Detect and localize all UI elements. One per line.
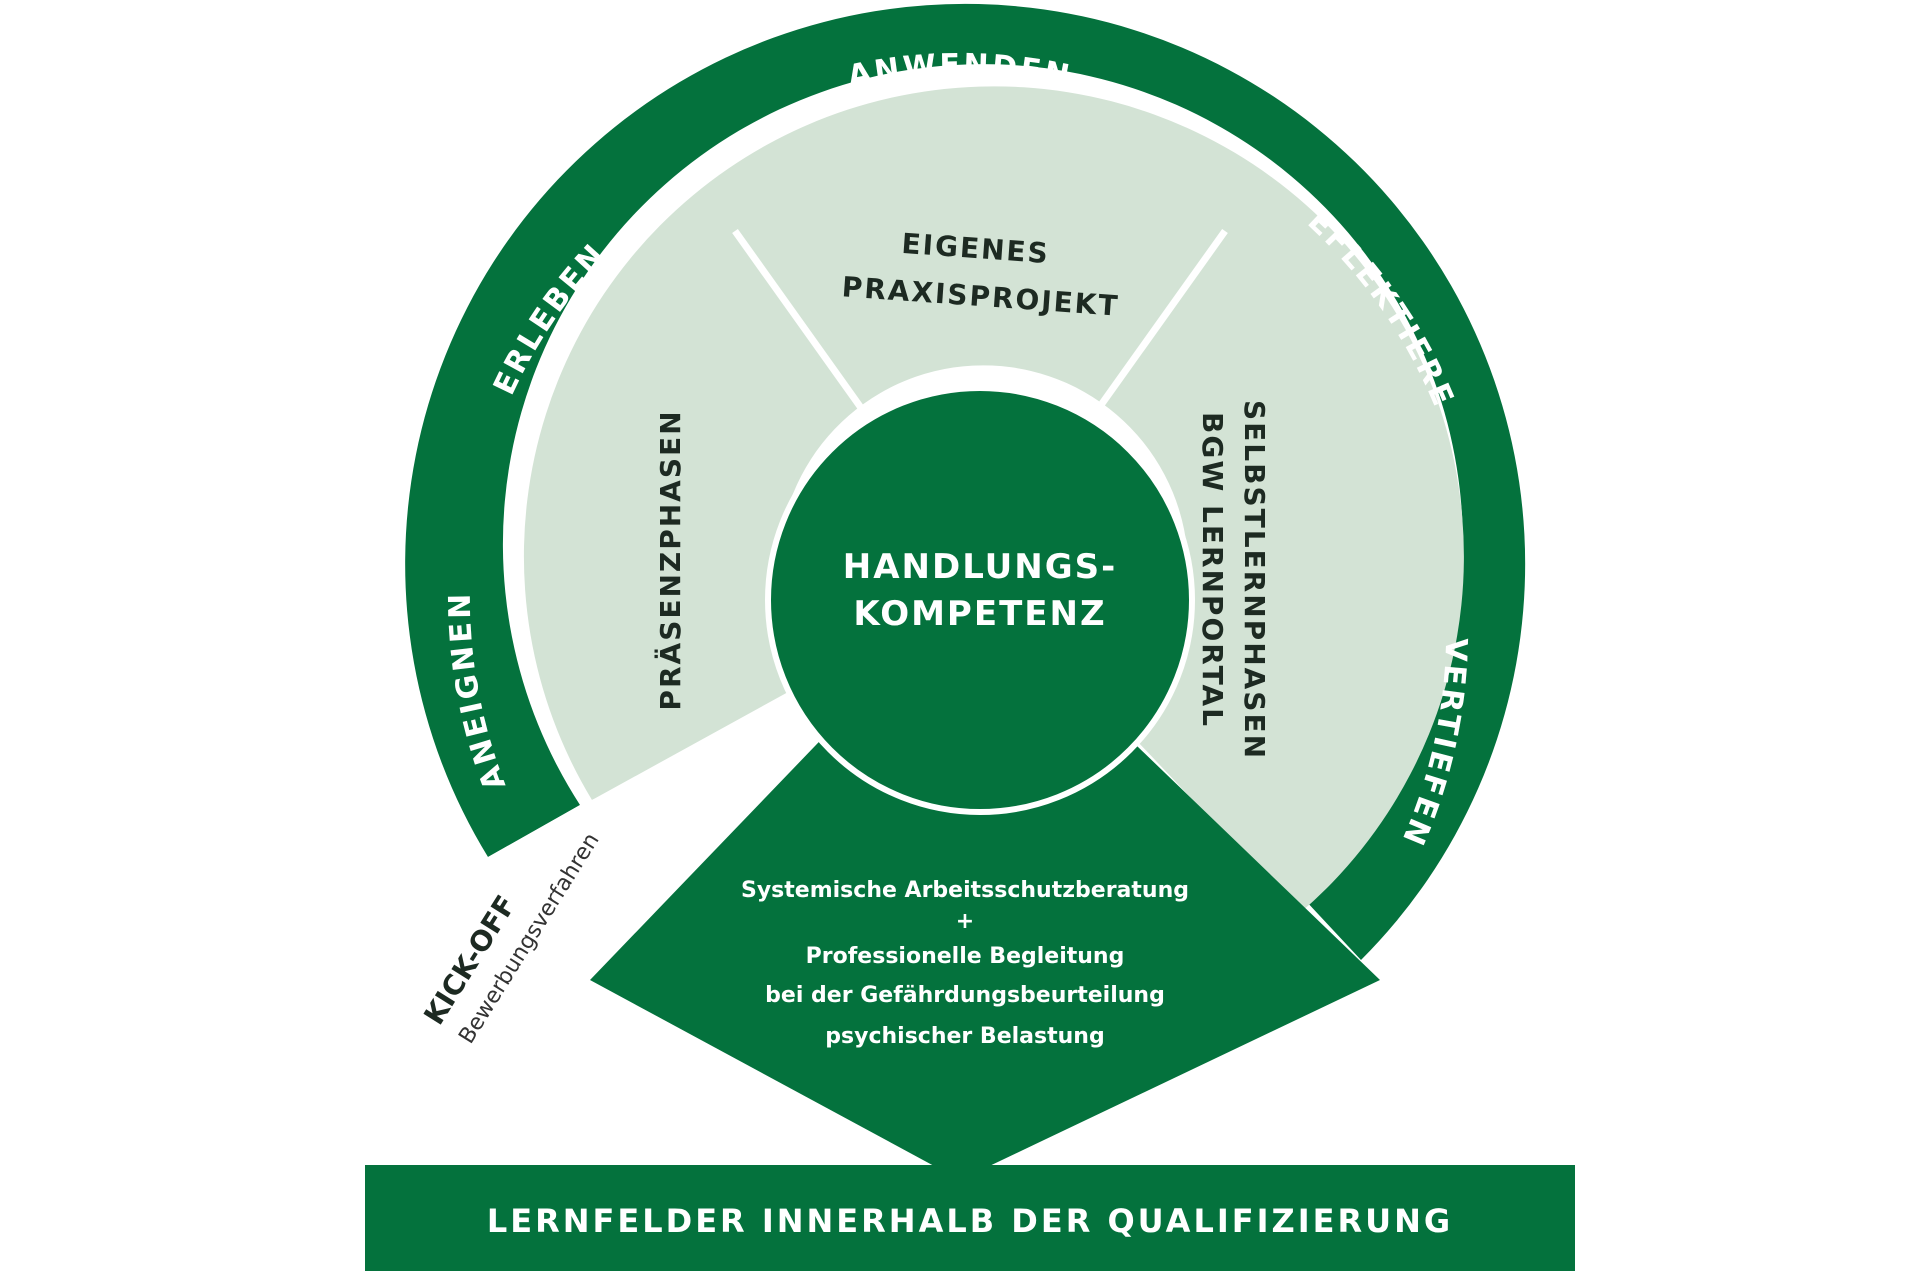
bottom-wedge xyxy=(590,720,1380,1180)
bottom-bar-label: LERNFELDER INNERHALB DER QUALIFIZIERUNG xyxy=(487,1202,1453,1240)
label-bgw-lernportal: BGW LERNPORTAL xyxy=(1196,412,1229,728)
wedge-line-2: + xyxy=(956,909,974,934)
kickoff-gap xyxy=(488,705,860,920)
wedge-line-1: Systemische Arbeitsschutzberatung xyxy=(741,878,1189,903)
label-selbstlernphasen: SELBSTLERNPHASEN xyxy=(1238,400,1271,760)
center-title-line2: KOMPETENZ xyxy=(853,594,1106,634)
label-anwenden: ANWENDEN xyxy=(845,48,1072,95)
wedge-line-3: Professionelle Begleitung xyxy=(806,944,1125,969)
center-title-line1: HANDLUNGS- xyxy=(843,547,1117,587)
label-praesenzphasen: PRÄSENZPHASEN xyxy=(653,409,687,710)
inner-ring xyxy=(523,86,1464,913)
wedge-line-4: bei der Gefährdungsbeurteilung xyxy=(765,983,1165,1008)
svg-text:ANWENDEN: ANWENDEN xyxy=(845,48,1075,95)
outer-ring xyxy=(405,3,1526,960)
bottom-bar xyxy=(365,1165,1575,1271)
wedge-line-5: psychischer Belastung xyxy=(825,1024,1104,1049)
segment-divider-left xyxy=(732,228,867,415)
center-circle xyxy=(765,385,1195,815)
segment-divider-right xyxy=(1093,228,1228,415)
